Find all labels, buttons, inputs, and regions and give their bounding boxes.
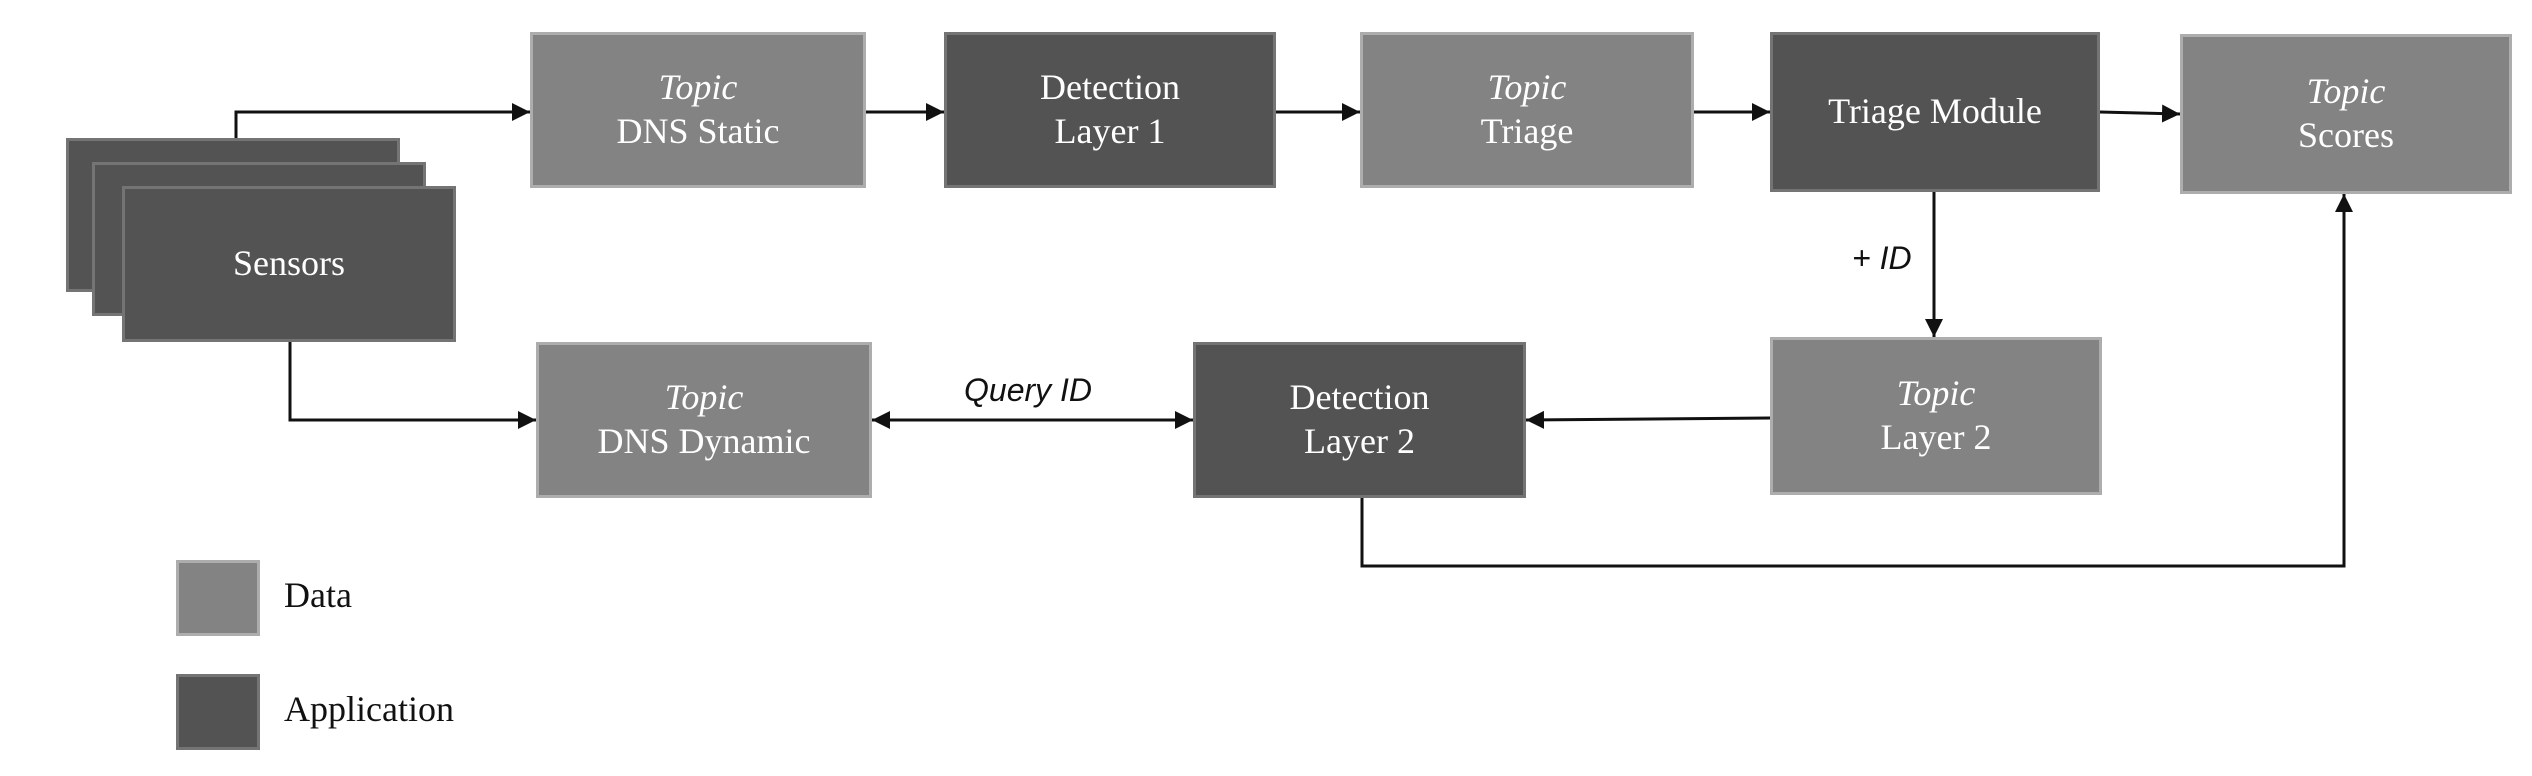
dns-dynamic-label: DNS Dynamic: [597, 421, 811, 461]
scores-label: Scores: [2298, 115, 2394, 155]
edge-label-plus-id: + ID: [1852, 240, 1912, 276]
detection-layer1-line2: Layer 1: [1054, 111, 1166, 151]
dns-static-topic-label: Topic: [658, 67, 738, 108]
node-sensors: Sensors: [122, 186, 456, 342]
edge-sensors-to-dns-dynamic: [288, 340, 536, 429]
dns-dynamic-topic-label: Topic: [664, 377, 744, 418]
detection-layer2-line2: Layer 2: [1304, 421, 1415, 461]
legend-application-swatch: [176, 674, 260, 750]
legend-data-swatch: [176, 560, 260, 636]
edge-layer2-topic-to-detection-layer2: [1525, 410, 1771, 429]
node-scores-topic: Topic Scores: [2180, 34, 2512, 194]
edge-label-query-id: Query ID: [964, 372, 1093, 408]
node-dns-static-topic: Topic DNS Static: [530, 32, 866, 188]
node-layer2-topic: Topic Layer 2: [1770, 337, 2102, 495]
edge-triage-module-to-scores: [2099, 104, 2181, 123]
node-detection-layer1: Detection Layer 1: [944, 32, 1276, 188]
node-triage-topic: Topic Triage: [1360, 32, 1694, 188]
layer2-label: Layer 2: [1880, 417, 1992, 457]
node-triage-module: Triage Module: [1770, 32, 2100, 192]
layer2-topic-label: Topic: [1896, 373, 1976, 414]
sensors-label: Sensors: [232, 243, 345, 284]
node-detection-layer2: Detection Layer 2: [1193, 342, 1526, 498]
edge-detection-layer2-to-scores: [1360, 194, 2353, 568]
dns-static-label: DNS Static: [616, 111, 780, 151]
legend-data-label: Data: [284, 575, 352, 615]
triage-topic-label: Topic: [1487, 67, 1567, 108]
triage-label: Triage: [1480, 111, 1574, 151]
detection-layer2-line1: Detection: [1289, 377, 1430, 418]
node-dns-dynamic-topic: Topic DNS Dynamic: [536, 342, 872, 498]
edge-sensors-to-dns-static: [234, 103, 530, 138]
scores-topic-label: Topic: [2306, 71, 2386, 112]
detection-layer1-line1: Detection: [1040, 67, 1180, 108]
legend-application-label: Application: [284, 689, 454, 729]
triage-module-label: Triage Module: [1828, 91, 2042, 132]
